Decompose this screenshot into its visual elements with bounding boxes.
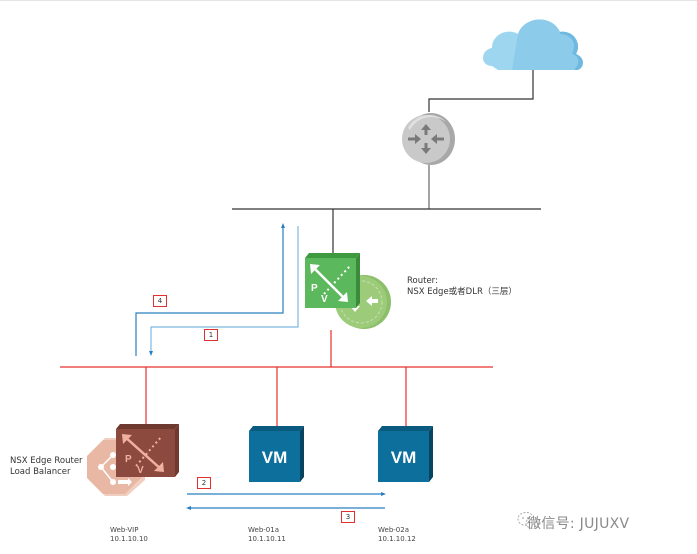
nsx-edge-green-icon: P V <box>305 253 360 308</box>
wechat-icon <box>517 512 541 529</box>
cloud-router-link <box>428 70 534 112</box>
lb-p-letter: P <box>125 454 132 465</box>
top-border <box>0 0 697 1</box>
lb-v-letter: V <box>137 465 144 476</box>
router-label-line2: NSX Edge或者DLR（三层） <box>407 287 517 297</box>
node-name: Web-02a <box>378 526 409 534</box>
step-1-badge: 1 <box>204 329 218 341</box>
edge-p-letter: P <box>311 283 318 294</box>
flow-1-line <box>150 226 299 353</box>
flow-2-arrow <box>381 492 386 496</box>
node-name: Web-VIP <box>110 526 139 534</box>
vm-web01-icon: VM <box>249 426 304 482</box>
node-ip: 10.1.10.10 <box>110 535 148 543</box>
lb-label-line1: NSX Edge Router <box>10 456 83 466</box>
flow-4-line <box>135 226 284 356</box>
node-web-02a: Web-02a 10.1.10.12 <box>378 526 416 544</box>
vm-badge-1: VM <box>262 448 288 467</box>
vm-badge-2: VM <box>391 448 417 467</box>
step-2-badge: 2 <box>197 477 211 489</box>
router-label: Router: NSX Edge或者DLR（三层） <box>407 276 517 298</box>
edge-v-letter: V <box>321 294 328 305</box>
node-ip: 10.1.10.12 <box>378 535 416 543</box>
flow-4-arrow <box>281 223 285 228</box>
flow-1-arrow <box>149 351 153 356</box>
node-ip: 10.1.10.11 <box>248 535 286 543</box>
step-4-badge: 4 <box>153 295 167 307</box>
vm-web02-icon: VM <box>378 426 433 482</box>
lb-label: NSX Edge Router Load Balancer <box>10 456 83 478</box>
router-icon <box>402 113 455 165</box>
router-label-line1: Router: <box>407 276 438 286</box>
node-web-01a: Web-01a 10.1.10.11 <box>248 526 286 544</box>
flow-3-arrow <box>186 506 191 510</box>
cloud-icon <box>483 19 583 71</box>
nsx-edge-lb-icon: P V <box>116 424 179 477</box>
lb-label-line2: Load Balancer <box>10 467 71 477</box>
watermark-text: 微信号: JUJUXV <box>527 516 630 532</box>
node-name: Web-01a <box>248 526 279 534</box>
node-web-vip: Web-VIP 10.1.10.10 <box>110 526 148 544</box>
step-3-badge: 3 <box>341 511 355 523</box>
